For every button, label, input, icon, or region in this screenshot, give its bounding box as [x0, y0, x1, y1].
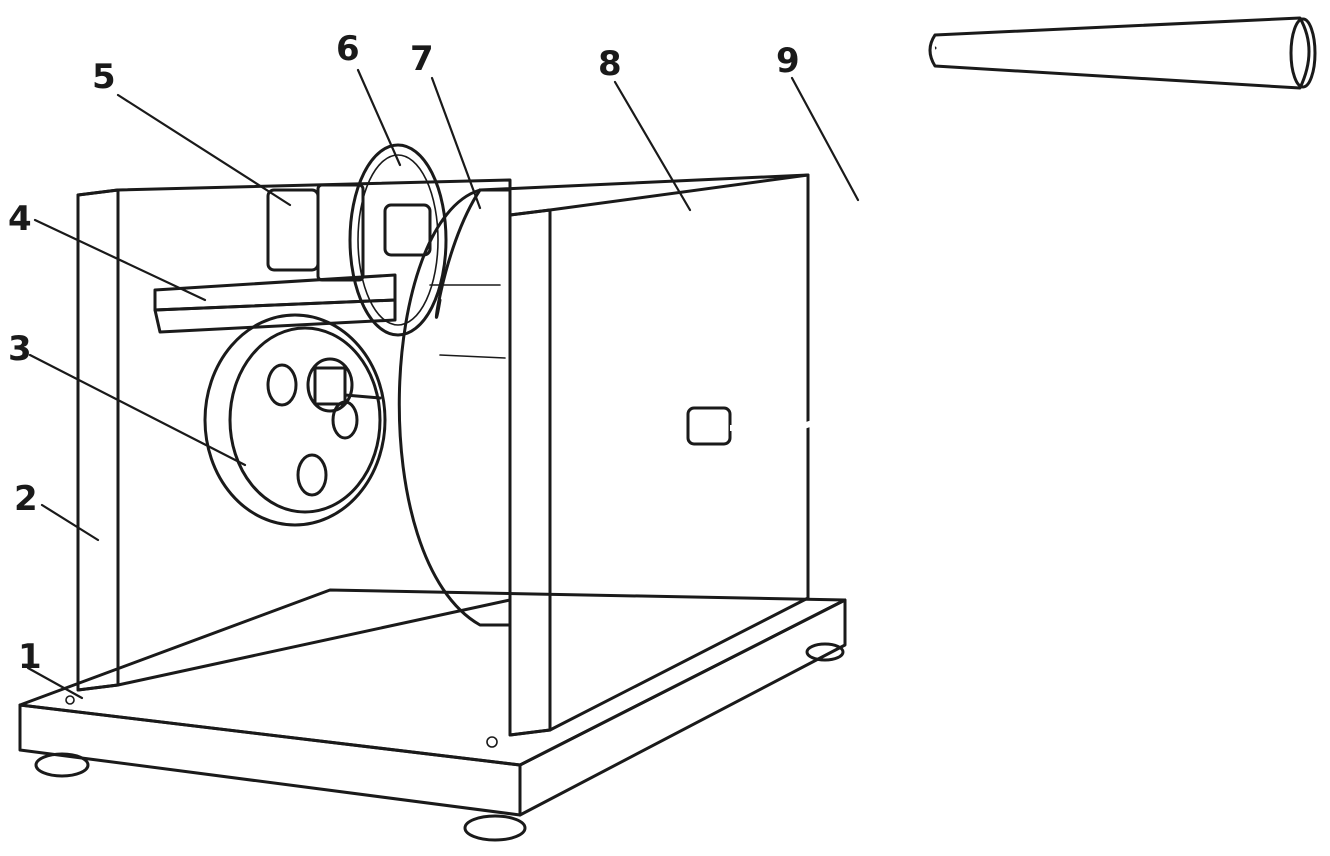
drum-pulley: [397, 188, 512, 627]
label-1: 1: [18, 637, 42, 677]
label-4: 4: [8, 199, 32, 239]
base-board: [18, 588, 847, 842]
label-6: 6: [336, 29, 360, 69]
label-3: 3: [8, 329, 32, 369]
ratchet-wheel: [348, 143, 448, 337]
label-2: 2: [14, 479, 38, 519]
pinion-gear: [266, 183, 365, 282]
label-7: 7: [410, 39, 434, 79]
crank-handle: [686, 16, 1317, 446]
label-9: 9: [776, 41, 800, 81]
label-5: 5: [92, 57, 116, 97]
label-8: 8: [598, 44, 622, 84]
cross-bar: [153, 273, 397, 334]
leader-lines: [26, 68, 860, 700]
large-gear: [203, 313, 387, 527]
side-wall-right: [478, 173, 810, 737]
callout-labels: 1 2 3 4 5 6 7 8 9: [8, 29, 800, 677]
